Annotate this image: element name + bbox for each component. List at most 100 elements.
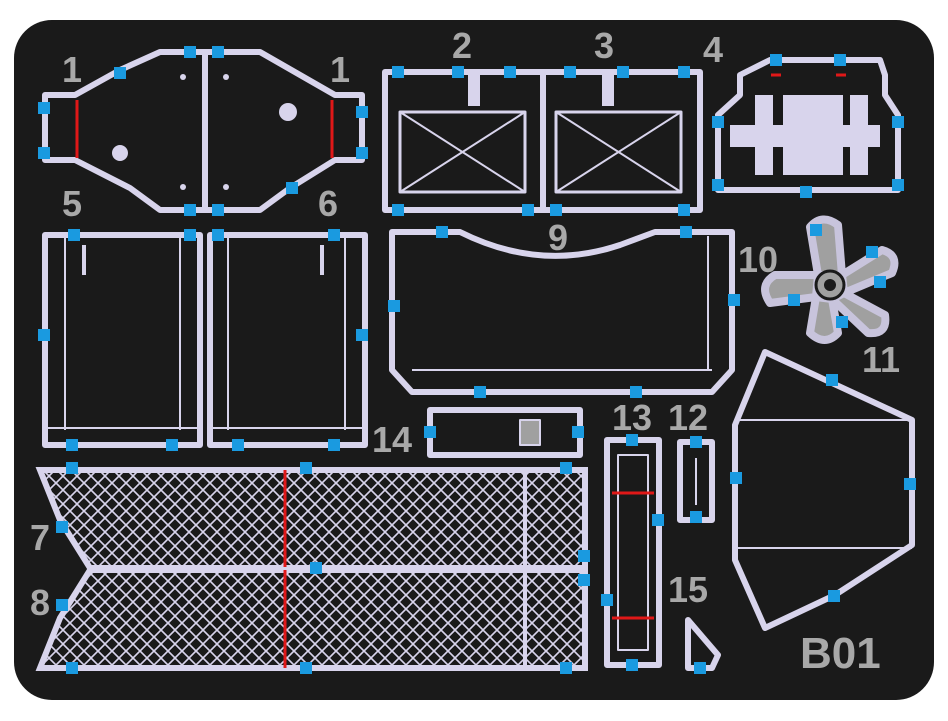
part-10-propeller	[761, 215, 899, 344]
attachment-tab	[38, 329, 50, 341]
label-part-6: 6	[318, 183, 338, 224]
attachment-tab	[184, 229, 196, 241]
attachment-tab	[578, 574, 590, 586]
attachment-tab	[626, 659, 638, 671]
attachment-tab	[680, 226, 692, 238]
attachment-tab	[474, 386, 486, 398]
part-15-triangle	[685, 617, 721, 671]
attachment-tab	[166, 439, 178, 451]
label-part-8: 8	[30, 582, 50, 623]
label-part-1-right: 1	[330, 49, 350, 90]
attachment-tab	[834, 54, 846, 66]
attachment-tab	[504, 66, 516, 78]
fold-lines	[75, 73, 846, 620]
label-part-12: 12	[668, 397, 708, 438]
part-7-mesh-panel	[35, 467, 588, 571]
label-part-11: 11	[862, 339, 900, 380]
part-11-panel	[732, 349, 915, 631]
attachment-tab	[328, 439, 340, 451]
attachment-tab	[836, 316, 848, 328]
attachment-tab	[212, 204, 224, 216]
attachment-tab	[828, 590, 840, 602]
attachment-tab	[392, 204, 404, 216]
attachment-tab	[712, 179, 724, 191]
attachment-tab	[286, 182, 298, 194]
label-part-13: 13	[612, 397, 652, 438]
part-9-panel	[389, 229, 735, 395]
attachment-tab	[617, 66, 629, 78]
attachment-tab	[392, 66, 404, 78]
attachment-tab	[452, 66, 464, 78]
attachment-tab	[56, 599, 68, 611]
attachment-tab	[300, 662, 312, 674]
part-2-3-frame	[382, 69, 703, 213]
sheet-code-label: B01	[800, 629, 881, 678]
attachment-tab	[66, 662, 78, 674]
attachment-tab	[652, 514, 664, 526]
attachment-tab	[66, 462, 78, 474]
attachment-tab	[788, 294, 800, 306]
attachment-tab	[212, 229, 224, 241]
attachment-tab	[66, 439, 78, 451]
attachment-tab	[678, 204, 690, 216]
attachment-tab	[578, 550, 590, 562]
attachment-tab	[770, 54, 782, 66]
attachment-tab	[212, 46, 224, 58]
hole-details	[82, 72, 880, 275]
attachment-tab	[712, 116, 724, 128]
part-1-plates	[42, 49, 365, 213]
attachment-tab	[328, 229, 340, 241]
attachment-tab	[522, 204, 534, 216]
label-part-7: 7	[30, 517, 50, 558]
attachment-tab	[232, 439, 244, 451]
attachment-tab	[630, 386, 642, 398]
attachment-tab	[826, 374, 838, 386]
attachment-tab	[810, 224, 822, 236]
attachment-tab	[436, 226, 448, 238]
label-part-4: 4	[703, 29, 723, 70]
attachment-tab	[114, 67, 126, 79]
attachment-tab	[356, 106, 368, 118]
attachment-tab	[564, 66, 576, 78]
attachment-tab	[866, 246, 878, 258]
attachment-tab	[300, 462, 312, 474]
attachment-tab	[184, 204, 196, 216]
label-part-14: 14	[372, 419, 412, 460]
attachment-tab	[601, 594, 613, 606]
attachment-tabs	[38, 46, 916, 674]
attachment-tab	[184, 46, 196, 58]
attachment-tab	[892, 179, 904, 191]
attachment-tab	[678, 66, 690, 78]
attachment-tab	[800, 186, 812, 198]
attachment-tab	[904, 478, 916, 490]
attachment-tab	[310, 562, 322, 574]
attachment-tab	[874, 276, 886, 288]
attachment-tab	[730, 472, 742, 484]
attachment-tab	[560, 662, 572, 674]
label-part-2: 2	[452, 25, 472, 66]
label-part-9: 9	[548, 217, 568, 258]
attachment-tab	[356, 147, 368, 159]
attachment-tab	[892, 116, 904, 128]
label-part-15: 15	[668, 569, 708, 610]
attachment-tab	[690, 436, 702, 448]
attachment-tab	[38, 147, 50, 159]
part-8-mesh-panel	[35, 567, 588, 671]
attachment-tab	[694, 662, 706, 674]
attachment-tab	[626, 434, 638, 446]
attachment-tab	[690, 511, 702, 523]
attachment-tab	[388, 300, 400, 312]
attachment-tab	[424, 426, 436, 438]
label-part-5: 5	[62, 183, 82, 224]
attachment-tab	[560, 462, 572, 474]
label-part-1-left: 1	[62, 49, 82, 90]
attachment-tab	[356, 329, 368, 341]
label-part-10: 10	[738, 239, 778, 280]
attachment-tab	[56, 521, 68, 533]
attachment-tab	[38, 102, 50, 114]
attachment-tab	[68, 229, 80, 241]
attachment-tab	[550, 204, 562, 216]
label-part-3: 3	[594, 25, 614, 66]
attachment-tab	[728, 294, 740, 306]
